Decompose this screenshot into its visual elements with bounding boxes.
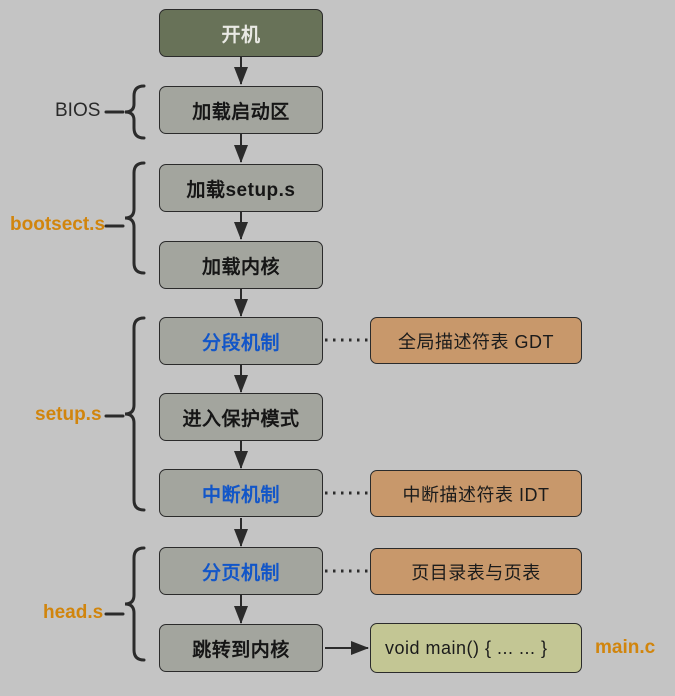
- flow-node-load-setup[interactable]: 加载setup.s: [159, 164, 323, 212]
- flow-node-paging[interactable]: 分页机制: [159, 547, 323, 595]
- flow-node-load-boot[interactable]: 加载启动区: [159, 86, 323, 134]
- brace-bios: [124, 84, 146, 140]
- flow-node-label: 加载内核: [201, 256, 280, 278]
- brace-label-text: head.s: [43, 602, 104, 623]
- flow-node-label: 分段机制: [201, 332, 280, 354]
- flow-node-label: 加载启动区: [192, 101, 290, 123]
- brace-label-text: bootsect.s: [10, 214, 106, 235]
- side-node-label: 中断描述符表 IDT: [402, 484, 550, 505]
- brace-bootsect: [124, 161, 146, 275]
- flow-node-power-on[interactable]: 开机: [159, 9, 323, 57]
- flow-node-jump-kernel[interactable]: 跳转到内核: [159, 624, 323, 672]
- side-node-label: 页目录表与页表: [411, 562, 541, 583]
- brace-label-setup: setup.s: [35, 404, 102, 426]
- flow-node-protect-mode[interactable]: 进入保护模式: [159, 393, 323, 441]
- flow-node-label: 跳转到内核: [192, 639, 290, 661]
- flow-node-label: 开机: [221, 24, 261, 46]
- side-node-pagetable[interactable]: 页目录表与页表: [370, 548, 582, 595]
- flow-node-load-kernel[interactable]: 加载内核: [159, 241, 323, 289]
- flow-node-label: 分页机制: [201, 562, 280, 584]
- brace-label-text: BIOS: [55, 100, 101, 121]
- annotation-label-text: main.c: [595, 637, 656, 658]
- brace-label-text: setup.s: [35, 404, 102, 425]
- annotation-main-c: main.c: [595, 637, 655, 659]
- flow-node-label: 中断机制: [201, 484, 280, 506]
- side-node-label: 全局描述符表 GDT: [398, 331, 554, 352]
- side-node-gdt[interactable]: 全局描述符表 GDT: [370, 317, 582, 364]
- flow-node-segmentation[interactable]: 分段机制: [159, 317, 323, 365]
- flow-node-interrupt[interactable]: 中断机制: [159, 469, 323, 517]
- brace-label-bios: BIOS: [55, 100, 100, 122]
- flow-node-label: 进入保护模式: [182, 408, 300, 430]
- brace-label-bootsect: bootsect.s: [10, 214, 105, 236]
- brace-head: [124, 546, 146, 662]
- side-node-main-function[interactable]: void main() { ... ... }: [370, 623, 582, 673]
- side-node-label: void main() { ... ... }: [385, 637, 548, 658]
- side-node-idt[interactable]: 中断描述符表 IDT: [370, 470, 582, 517]
- brace-setup: [124, 316, 146, 512]
- flow-node-label: 加载setup.s: [186, 179, 296, 201]
- brace-label-head: head.s: [43, 602, 103, 624]
